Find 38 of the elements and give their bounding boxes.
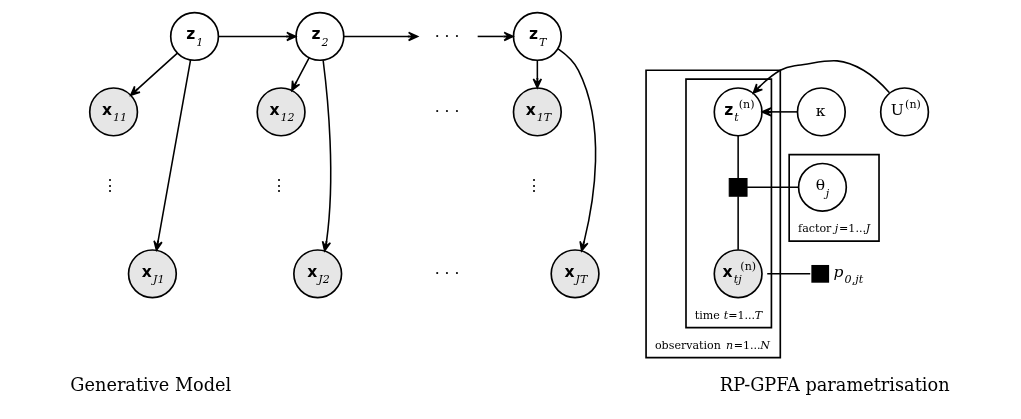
node-box	[810, 264, 829, 283]
arrow	[217, 31, 297, 42]
node-circle: z$_{2}$	[294, 11, 345, 62]
connector	[736, 195, 739, 251]
arrow	[760, 107, 798, 117]
node-circle: x$_{1T}$	[512, 87, 562, 137]
arrow	[321, 59, 331, 252]
label: RP-GPFA parametrisation	[719, 374, 950, 395]
node-circle: x$_{J2}$	[292, 249, 342, 299]
node-circle: x$_{JT}$	[549, 249, 600, 299]
node-circle: x$_{J1}$	[127, 249, 177, 299]
label: · · ·	[434, 263, 459, 282]
node-circle: z$_{T}$	[512, 11, 562, 62]
label: Generative Model	[69, 374, 231, 395]
label: ⋮	[270, 177, 287, 196]
arrow	[342, 31, 418, 42]
arrow	[752, 59, 890, 94]
node-circle: θ$_{j}$	[797, 162, 847, 212]
arrow	[532, 59, 542, 89]
arrow	[129, 52, 178, 97]
connector	[765, 273, 811, 275]
node-circle: x$_{11}$	[88, 87, 138, 137]
arrow	[556, 48, 596, 252]
node-circle: x$_{12}$	[255, 87, 306, 137]
label: · · ·	[434, 101, 459, 120]
label: ⋮	[101, 177, 118, 196]
node-label: p$_{0,jt}$	[833, 262, 863, 287]
connector	[745, 186, 799, 189]
node-circle: z$_{1}$	[169, 11, 219, 62]
node-circle: κ	[796, 87, 846, 137]
arrow	[290, 57, 310, 92]
arrow	[476, 31, 514, 42]
node-circle: U$^{(n)}$	[879, 87, 929, 137]
node-text: · · ·	[434, 26, 459, 45]
node-box	[728, 177, 748, 197]
arrow	[152, 59, 191, 252]
connector	[736, 134, 739, 179]
label: ⋮	[525, 177, 542, 196]
